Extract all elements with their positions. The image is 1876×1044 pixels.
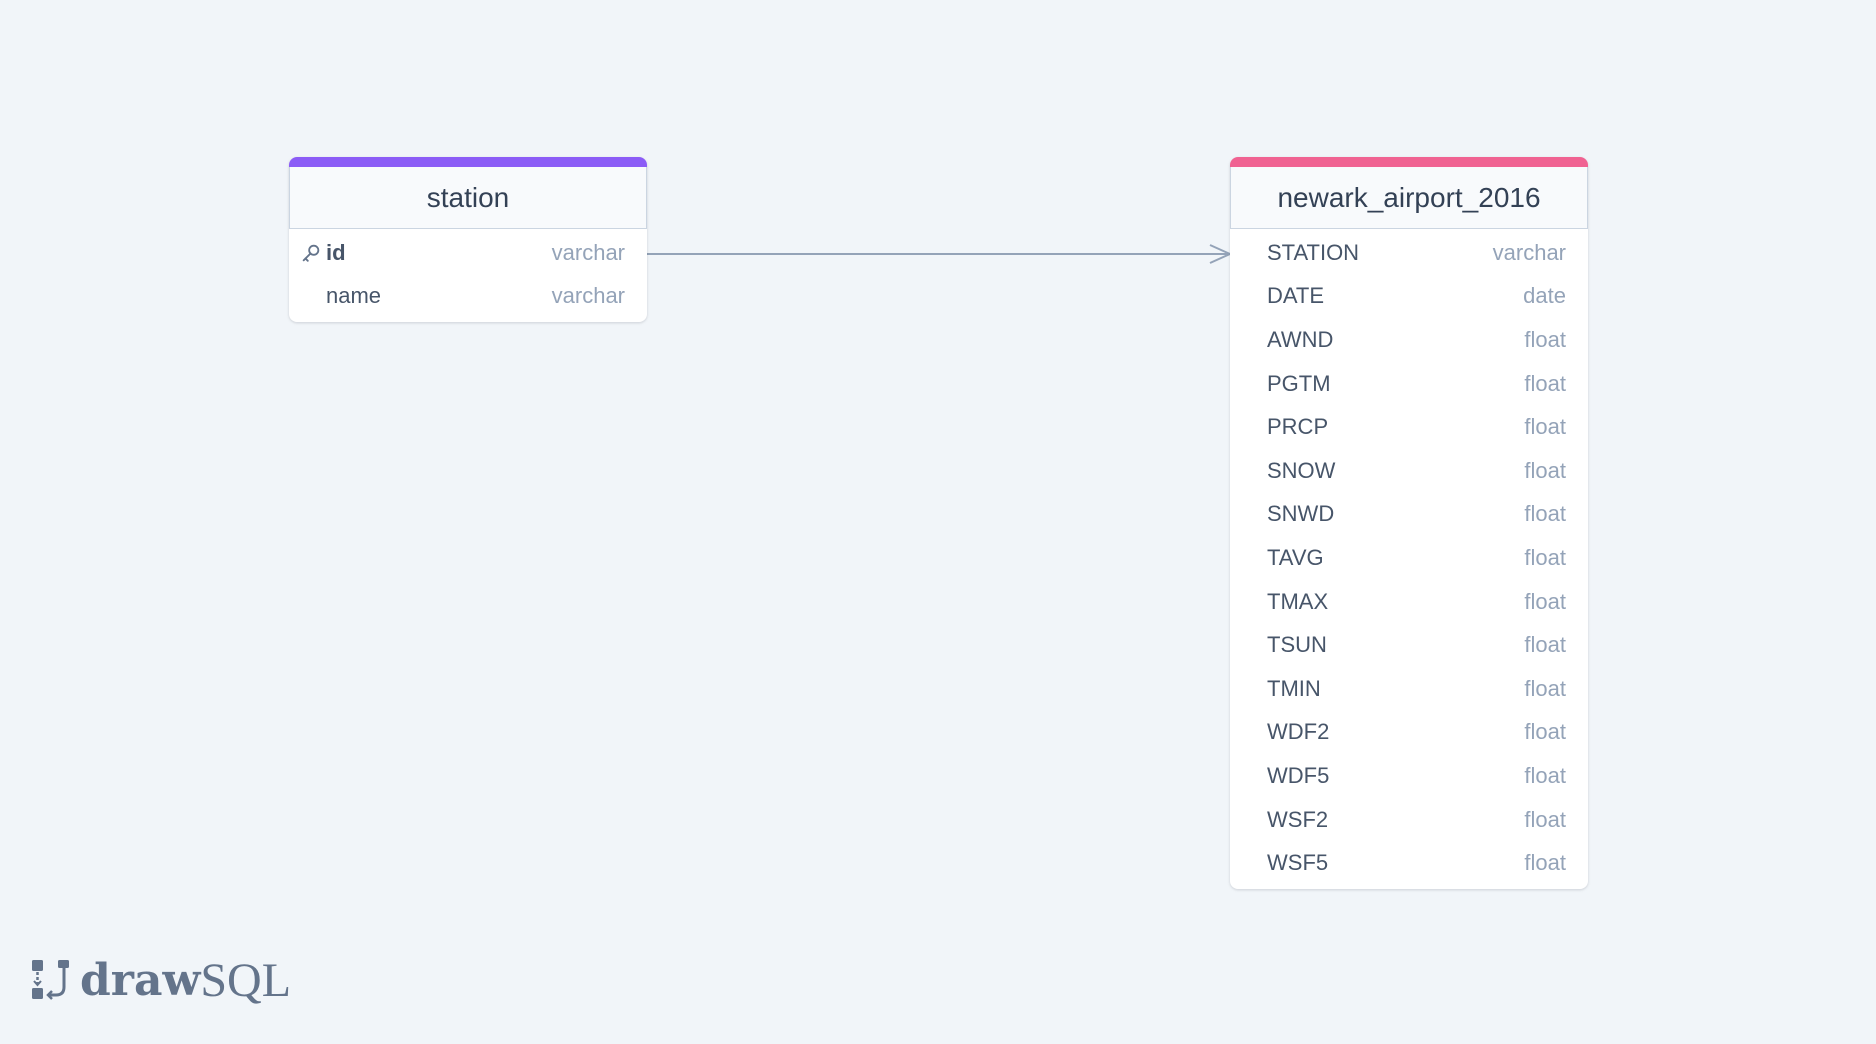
logo-text-draw: draw <box>80 954 201 1006</box>
logo-text-sql: SQL <box>200 953 292 1007</box>
field-name: WDF5 <box>1267 762 1330 788</box>
table-accent-bar <box>1230 157 1588 167</box>
field-name: TSUN <box>1267 632 1327 658</box>
table-accent-bar <box>289 157 647 167</box>
field-type: float <box>1524 806 1566 832</box>
field-row[interactable]: WSF2 float <box>1230 798 1588 842</box>
field-name: WSF2 <box>1267 806 1329 832</box>
field-name: TMAX <box>1267 588 1329 614</box>
field-row[interactable]: name varchar <box>289 275 647 319</box>
field-type: float <box>1524 457 1566 483</box>
field-type: date <box>1523 283 1566 309</box>
table-title: newark_airport_2016 <box>1277 181 1541 213</box>
field-name: SNOW <box>1267 457 1336 483</box>
field-name: SNWD <box>1267 501 1335 527</box>
drawsql-logo: draw SQL <box>30 953 292 1007</box>
field-row[interactable]: TMAX float <box>1230 580 1588 624</box>
table-fields: STATION varchar DATE date AWND float PGT… <box>1230 229 1588 889</box>
table-newark-airport-2016[interactable]: newark_airport_2016 STATION varchar DATE… <box>1230 157 1588 889</box>
field-row[interactable]: AWND float <box>1230 318 1588 362</box>
field-row[interactable]: WSF5 float <box>1230 841 1588 885</box>
field-type: float <box>1524 588 1566 614</box>
table-station[interactable]: station id varchar name varchar <box>289 157 647 323</box>
field-row[interactable]: PGTM float <box>1230 362 1588 406</box>
field-name: WSF5 <box>1267 850 1329 876</box>
field-type: varchar <box>551 239 625 265</box>
field-name: TAVG <box>1267 544 1324 570</box>
field-type: float <box>1524 632 1566 658</box>
field-name: PRCP <box>1267 414 1329 440</box>
field-name: id <box>326 239 346 265</box>
field-row[interactable]: TAVG float <box>1230 536 1588 580</box>
field-row[interactable]: WDF2 float <box>1230 711 1588 755</box>
field-row[interactable]: SNWD float <box>1230 493 1588 537</box>
table-title: station <box>426 181 510 213</box>
field-row[interactable]: TMIN float <box>1230 667 1588 711</box>
field-name: PGTM <box>1267 370 1331 396</box>
field-row[interactable]: PRCP float <box>1230 405 1588 449</box>
field-type: float <box>1524 501 1566 527</box>
field-type: varchar <box>1492 239 1566 265</box>
field-row[interactable]: id varchar <box>289 231 647 275</box>
field-type: float <box>1524 414 1566 440</box>
field-name: name <box>326 283 382 309</box>
table-fields: id varchar name varchar <box>289 229 647 322</box>
field-type: float <box>1524 544 1566 570</box>
drawsql-logo-icon <box>32 960 69 1000</box>
field-type: float <box>1524 719 1566 745</box>
field-name: TMIN <box>1267 675 1321 701</box>
field-type: float <box>1524 370 1566 396</box>
field-type: float <box>1524 675 1566 701</box>
key-icon <box>302 244 320 262</box>
table-header[interactable]: newark_airport_2016 <box>1230 167 1588 229</box>
field-row[interactable]: SNOW float <box>1230 449 1588 493</box>
field-row[interactable]: WDF5 float <box>1230 754 1588 798</box>
field-type: varchar <box>551 283 625 309</box>
field-name: AWND <box>1267 326 1334 352</box>
field-type: float <box>1524 762 1566 788</box>
field-name: DATE <box>1267 283 1325 309</box>
field-name: WDF2 <box>1267 719 1330 745</box>
field-name: STATION <box>1267 239 1360 265</box>
field-type: float <box>1524 326 1566 352</box>
field-row[interactable]: TSUN float <box>1230 623 1588 667</box>
field-row[interactable]: DATE date <box>1230 275 1588 319</box>
table-header[interactable]: station <box>289 167 647 229</box>
field-type: float <box>1524 850 1566 876</box>
field-row[interactable]: STATION varchar <box>1230 231 1588 275</box>
